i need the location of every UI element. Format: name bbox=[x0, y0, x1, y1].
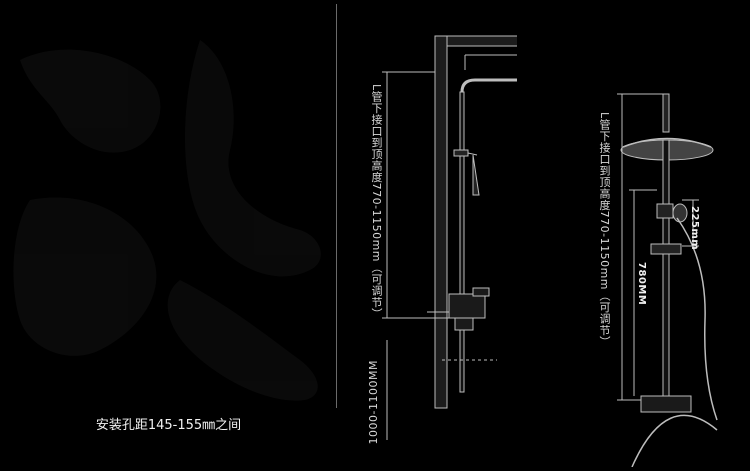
mixing-valve bbox=[448, 293, 486, 319]
valve-handle bbox=[472, 287, 490, 297]
hand-shower-head bbox=[672, 203, 688, 223]
spout bbox=[454, 317, 474, 331]
slide-holder bbox=[656, 203, 674, 219]
right-height-note: L管下接口到顶高度770-1150mm（可调节） bbox=[598, 112, 611, 348]
mixing-valve bbox=[640, 395, 692, 413]
dimension-225: 225mm bbox=[689, 206, 700, 251]
hose bbox=[676, 217, 718, 421]
mounting-hole-caption: 安装孔距145-155㎜之间 bbox=[95, 418, 242, 433]
middle-height-note: L管下接口到顶高度770-1150mm（可调节） bbox=[370, 84, 383, 320]
front-view-diagram bbox=[617, 93, 718, 467]
lower-arc bbox=[631, 414, 718, 467]
left-panel: 安装孔距145-155㎜之间 bbox=[0, 0, 337, 467]
riser bbox=[662, 139, 670, 397]
ceiling bbox=[439, 35, 517, 47]
rain-head-top bbox=[622, 137, 712, 148]
riser-pipe bbox=[459, 91, 465, 393]
wall bbox=[434, 35, 448, 409]
holder bbox=[453, 149, 469, 157]
middle-pipe-length: 1000-1100MM bbox=[367, 360, 380, 445]
overhead-arm bbox=[460, 78, 517, 93]
dimension-780: 780MM bbox=[636, 262, 647, 306]
panel-divider bbox=[336, 4, 337, 408]
holder-arm bbox=[467, 152, 478, 156]
top-hook bbox=[662, 93, 670, 133]
hand-shower bbox=[472, 154, 480, 196]
side-view-diagram bbox=[382, 35, 517, 440]
middle-bracket bbox=[650, 243, 682, 255]
brush-background bbox=[13, 40, 321, 401]
